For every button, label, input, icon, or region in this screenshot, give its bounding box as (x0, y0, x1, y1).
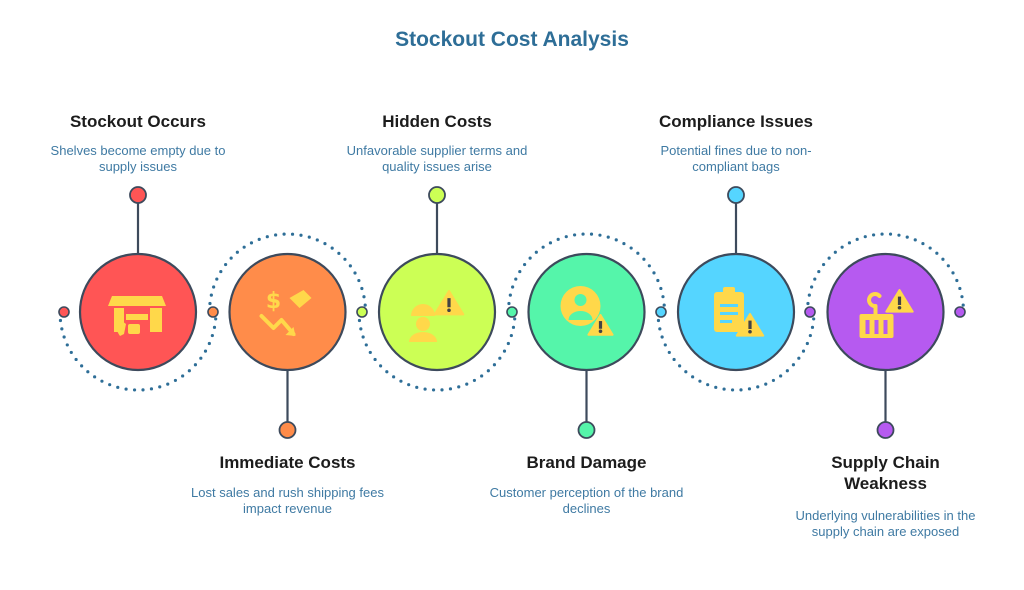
stage-description: Potential fines due to non-compliant bag… (660, 143, 812, 174)
stage-description: Unfavorable supplier terms and quality i… (346, 143, 528, 174)
stage-description: Lost sales and rush shipping fees impact… (191, 485, 384, 516)
stage-6 (826, 252, 945, 439)
joint-dot-6 (804, 306, 816, 318)
stage-circle (78, 252, 198, 372)
user-warning-icon (560, 286, 614, 336)
stage-2: $ (228, 252, 347, 439)
store-thumbs-down-icon (108, 296, 166, 336)
joint-dot-7 (954, 306, 966, 318)
stage-title: Supply Chain Weakness (831, 453, 940, 493)
joint-dot-2 (207, 306, 219, 318)
stage-description: Customer perception of the brand decline… (489, 485, 684, 516)
joint-dot-4 (506, 306, 518, 318)
svg-text:$: $ (266, 289, 281, 314)
stage-3 (377, 186, 497, 372)
page-title: Stockout Cost Analysis (395, 28, 629, 51)
joint-dot-3 (356, 306, 368, 318)
clipboard-warning-icon (714, 287, 765, 337)
connector-end-dot (428, 186, 446, 204)
joint-dot-5 (655, 306, 667, 318)
stage-title: Hidden Costs (382, 112, 492, 131)
connector-end-dot (727, 186, 745, 204)
money-loss-icon: $ (259, 289, 312, 336)
connector-end-dot (876, 421, 895, 439)
stage-1 (78, 186, 198, 372)
joint-dot-1 (58, 306, 70, 318)
crate-warning-icon (859, 289, 914, 338)
joint-dots (58, 306, 966, 318)
stage-4 (527, 252, 646, 439)
stage-circle (228, 252, 347, 372)
stage-description: Shelves become empty due to supply issue… (50, 143, 226, 174)
stage-title: Compliance Issues (658, 112, 813, 131)
stage-5 (676, 186, 796, 372)
stage-title: Immediate Costs (219, 453, 356, 472)
connector-end-dot (129, 186, 147, 204)
stage-title: Brand Damage (526, 453, 647, 472)
stage-title: Stockout Occurs (69, 112, 207, 131)
connector-end-dot (577, 421, 596, 439)
worker-warning-icon (409, 290, 465, 342)
connector-end-dot (278, 421, 297, 439)
stage-description: Underlying vulnerabilities in the supply… (795, 508, 976, 539)
